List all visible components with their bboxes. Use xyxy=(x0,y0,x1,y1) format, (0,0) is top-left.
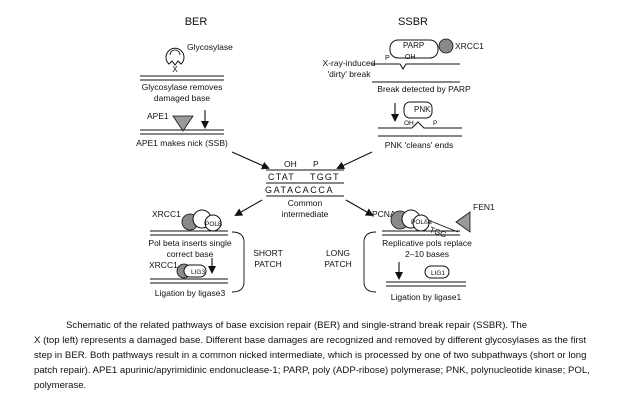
lig3-protein xyxy=(183,264,207,278)
common-bottom-strand: GATACACCA xyxy=(265,185,334,195)
caption-line-1: Schematic of the related pathways of bas… xyxy=(66,320,528,331)
xrcc1-protein-ssbr xyxy=(438,38,454,54)
common-oh-label: OH xyxy=(284,159,297,169)
glycosylase-removes-label-2: damaged base xyxy=(154,93,211,103)
short-patch-label-1: SHORT xyxy=(253,248,283,258)
pnk-protein xyxy=(403,101,433,119)
common-label-2: intermediate xyxy=(282,209,329,219)
ber-header: BER xyxy=(185,16,208,28)
xrcc1-label-ssbr: XRCC1 xyxy=(455,41,484,51)
parp-p-label: P xyxy=(385,55,390,62)
parp-protein xyxy=(389,39,439,59)
polb-label: POLB xyxy=(205,221,222,228)
short-patch-label-2: PATCH xyxy=(254,259,282,269)
damaged-base-x: X xyxy=(172,65,178,74)
xrcc1-label-short: XRCC1 xyxy=(152,209,181,219)
common-top-strand-right: TGGT xyxy=(310,172,340,182)
pol-delta-label: POLδ/ε xyxy=(411,219,432,226)
ape1-protein xyxy=(172,115,194,132)
xray-label-1: X-ray-induced xyxy=(323,58,376,68)
glycosylase-label: Glycosylase xyxy=(187,42,233,52)
common-to-long-arrow xyxy=(345,199,374,216)
glycosylase-removes-label-1: Glycosylase removes xyxy=(142,82,223,92)
common-top-strand-left: CTAT xyxy=(268,172,295,182)
ssbr-dna-strand-1 xyxy=(372,63,460,70)
lig1-label: LIG1 xyxy=(431,270,445,277)
xrcc1-label-lig3: XRCC1 xyxy=(149,260,178,270)
common-p-label: P xyxy=(313,159,319,169)
flap-strand xyxy=(427,219,459,233)
ligation-ligase3-label: Ligation by ligase3 xyxy=(155,288,226,298)
lig3-label: LIG3 xyxy=(191,269,205,276)
long-patch-brace xyxy=(363,231,377,293)
short-patch-brace xyxy=(231,231,245,293)
glycosylase-protein xyxy=(165,47,185,66)
figure-caption: Schematic of the related pathways of bas… xyxy=(34,318,594,393)
long-patch-label-2: PATCH xyxy=(324,259,352,269)
ligation-ligase1-label: Ligation by ligase1 xyxy=(391,292,462,302)
common-to-short-arrow xyxy=(234,199,263,216)
fen1-protein xyxy=(455,211,471,233)
lig1-protein xyxy=(424,265,450,279)
replicative-pols-label-1: Replicative pols replace xyxy=(382,238,472,248)
ssbr-header: SSBR xyxy=(398,16,428,28)
ssbr-to-common-arrow xyxy=(336,151,373,170)
common-label-1: Common xyxy=(288,198,323,208)
polb-protein xyxy=(192,209,222,232)
long-patch-label-1: LONG xyxy=(326,248,350,258)
pnk-p-label: P xyxy=(433,120,437,127)
break-detected-label: Break detected by PARP xyxy=(377,84,471,94)
pnk-label: PNK xyxy=(414,105,431,114)
caption-body: X (top left) represents a damaged base. … xyxy=(34,335,590,391)
pnk-oh-label: OH xyxy=(404,120,414,127)
parp-oh-label: OH xyxy=(405,54,416,61)
pnk-dna-strand-1 xyxy=(378,121,462,129)
parp-label: PARP xyxy=(403,41,424,50)
pol-beta-insert-label-2: correct base xyxy=(167,249,214,259)
ape1-nick-label: APE1 makes nick (SSB) xyxy=(136,138,228,148)
pcna-label: PCNA xyxy=(372,209,396,219)
ber-to-common-arrow xyxy=(231,151,270,170)
xray-label-2: 'dirty' break xyxy=(328,69,372,79)
replicative-pols-label-2: 2–10 bases xyxy=(405,249,449,259)
pnk-cleans-label: PNK 'cleans' ends xyxy=(385,140,453,150)
pol-beta-insert-label-1: Pol beta inserts single xyxy=(148,238,231,248)
fen1-label: FEN1 xyxy=(473,202,495,212)
ape1-label: APE1 xyxy=(147,111,169,121)
